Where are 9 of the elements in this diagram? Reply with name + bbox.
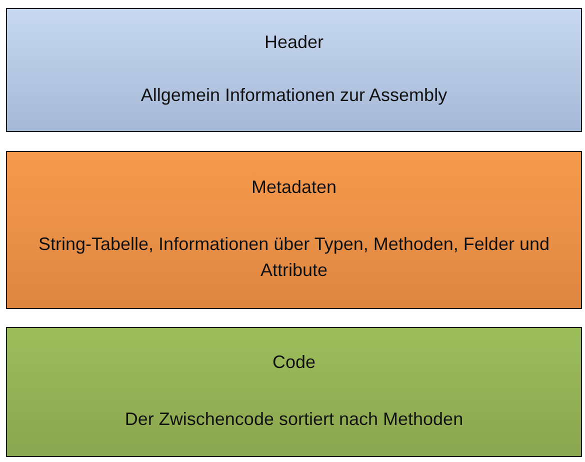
layer-box (6, 8, 582, 132)
layer-description: String-Tabelle, Informationen über Typen, Methoden, Felder und Attribute (38, 233, 550, 282)
layer-title: Header (264, 32, 324, 53)
layer-title: Code (272, 352, 316, 374)
layer-title: Metadaten (251, 176, 337, 198)
layer-description: Allgemein Informationen zur Assembly (140, 84, 448, 108)
layer-box (6, 327, 582, 457)
layer-box (6, 151, 582, 309)
layer-description: Der Zwischencode sortiert nach Methoden (124, 408, 464, 431)
